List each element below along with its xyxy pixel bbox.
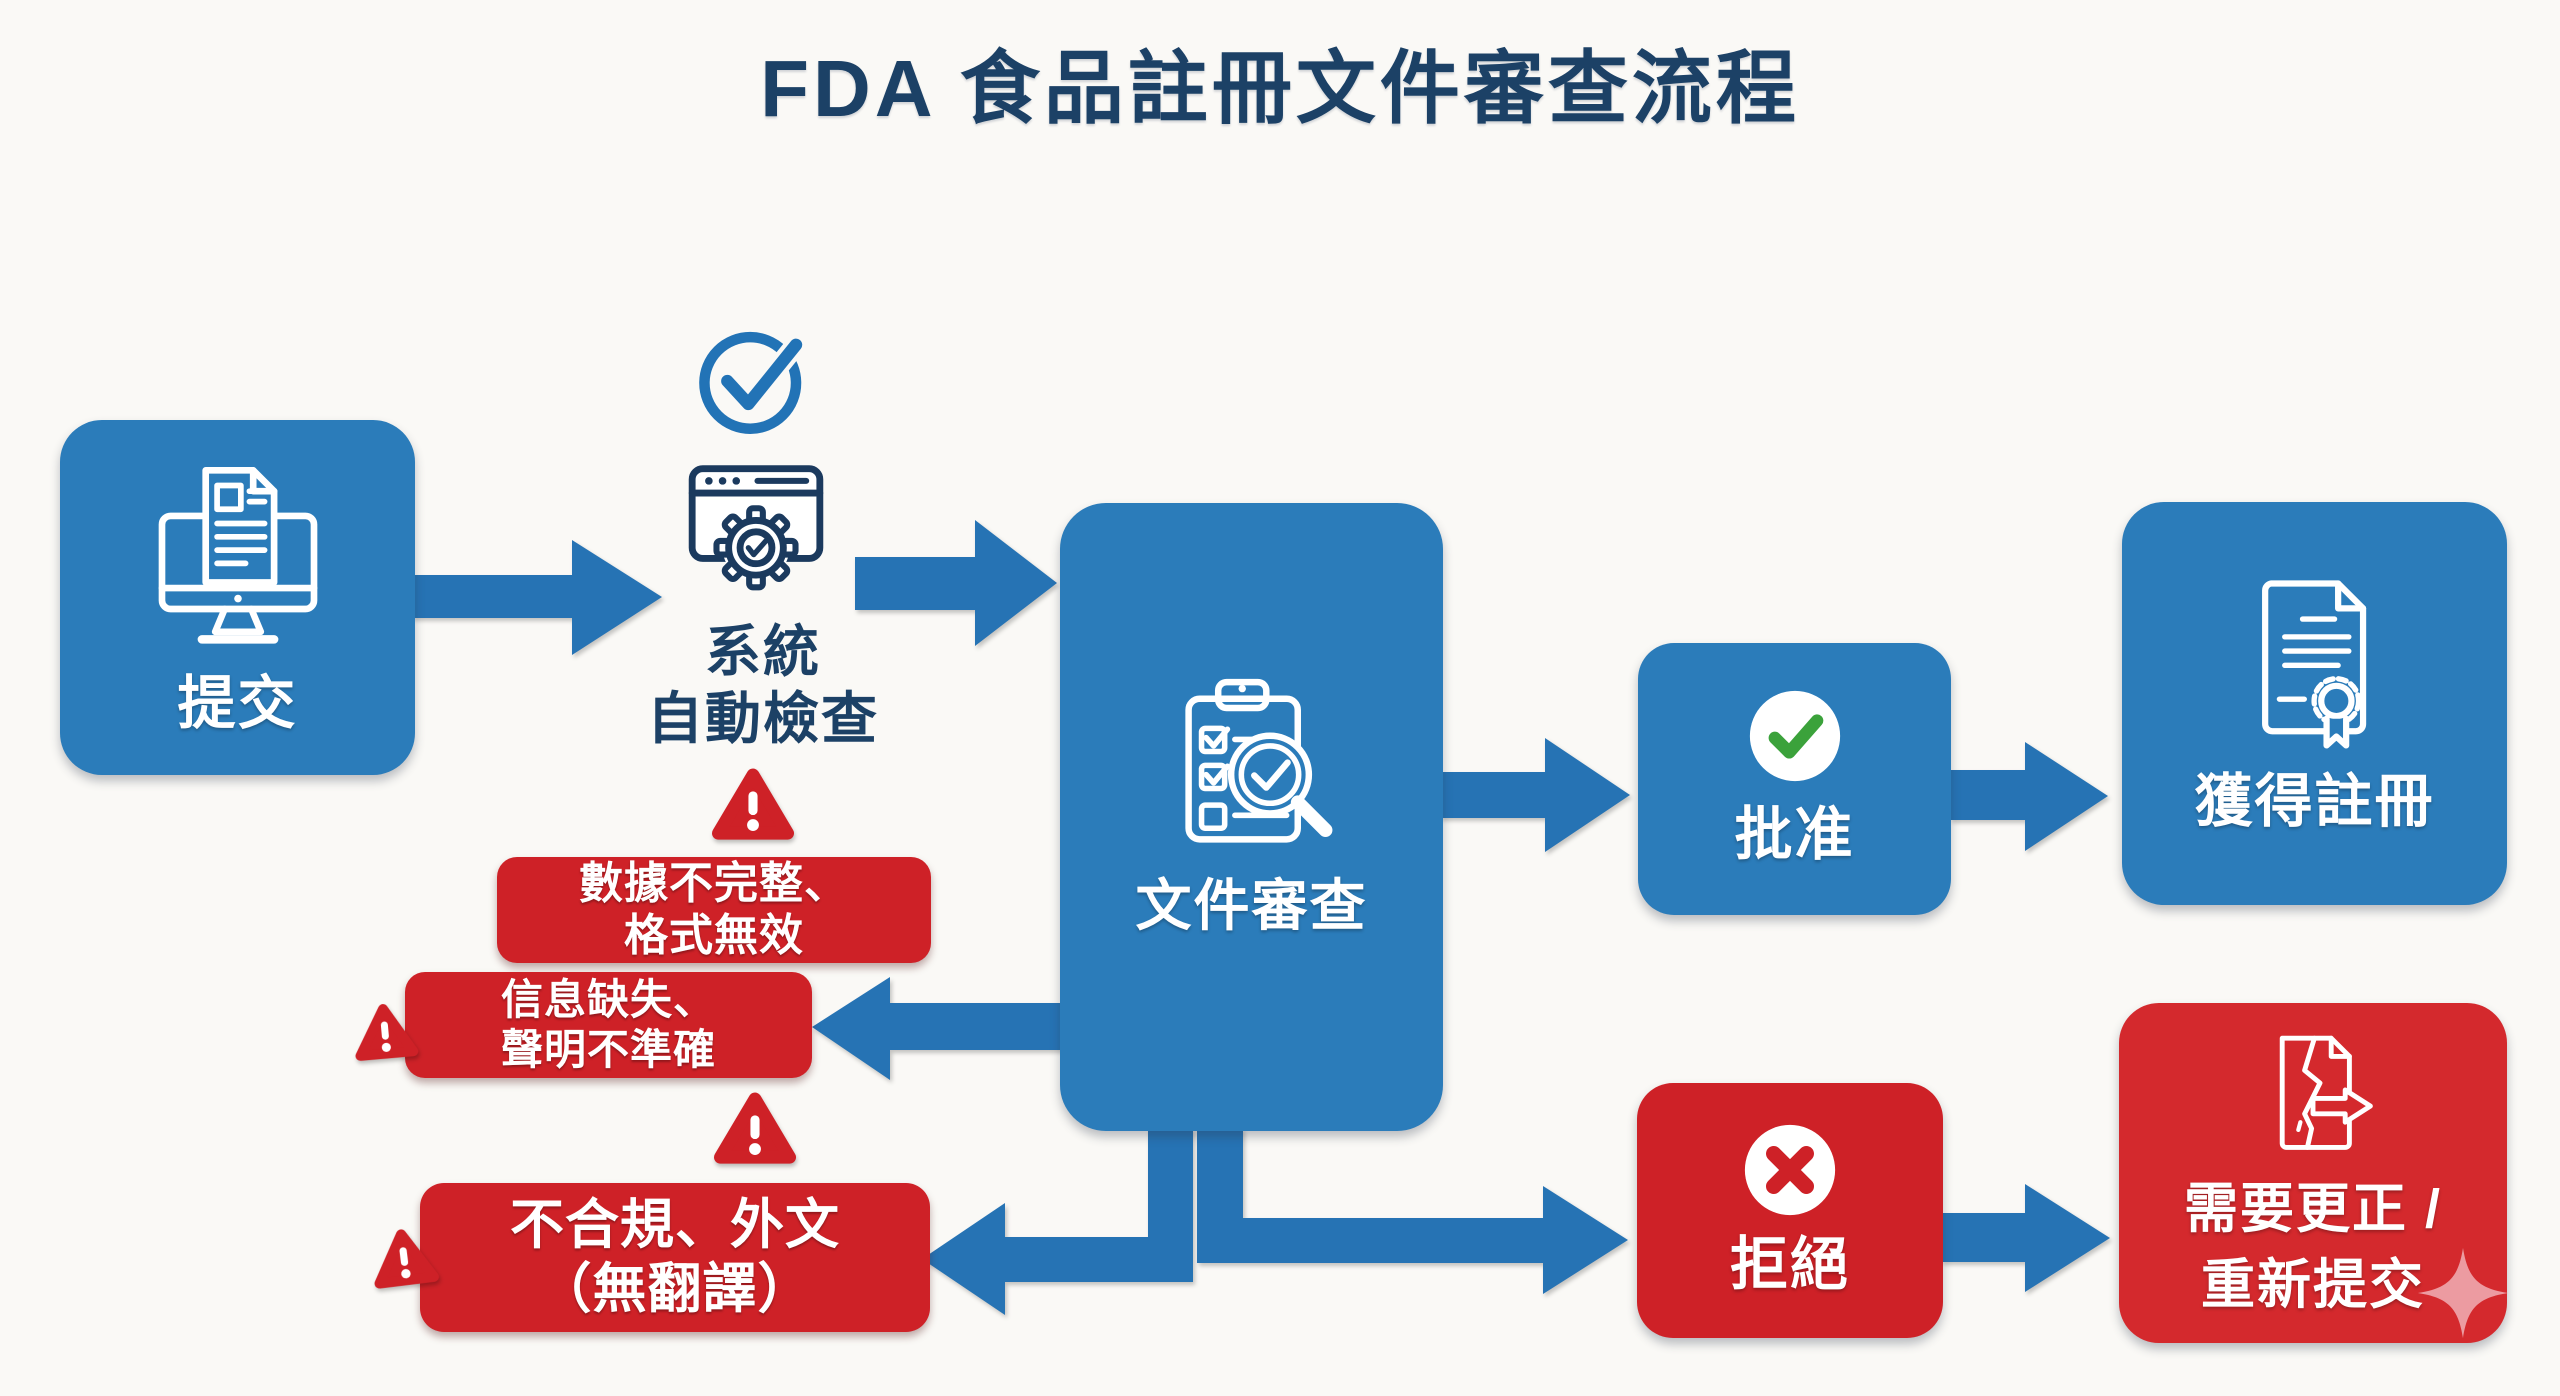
submit-label: 提交	[177, 670, 298, 736]
approve-label: 批准	[1734, 802, 1855, 868]
node-approve: 批准	[1638, 643, 1951, 915]
green-check-circle-icon	[1749, 691, 1840, 782]
registered-label: 獲得註冊	[2194, 768, 2435, 834]
arrow-review-to-approve	[1440, 738, 1630, 852]
clipboard-checklist-magnifier-icon	[1185, 678, 1333, 843]
document-review-label: 文件審查	[1135, 874, 1368, 937]
resubmit-label-line1: 需要更正 /	[2183, 1178, 2442, 1239]
rejection-reason-line: 格式無效	[624, 911, 804, 960]
circle-check-icon	[699, 331, 807, 434]
rejection-reason-incomplete-data: 數據不完整、 格式無效	[497, 857, 931, 963]
warning-triangle-icon	[374, 1229, 439, 1289]
rejection-reason-line: 不合規、外文	[510, 1194, 840, 1255]
reject-label: 拒絕	[1729, 1231, 1850, 1297]
rejection-reason-line: 數據不完整、	[579, 859, 849, 909]
warning-triangle-icon	[712, 768, 794, 840]
monitor-document-icon	[158, 466, 317, 644]
warning-triangle-icon	[714, 1092, 796, 1164]
warning-triangle-icon	[355, 1004, 419, 1061]
system-check-label: 系統 自動檢查	[563, 618, 963, 752]
resubmit-label-line2: 重新提交	[2201, 1255, 2425, 1315]
system-check-label-line2: 自動檢查	[647, 687, 879, 751]
node-registered: 獲得註冊	[2122, 502, 2507, 905]
page-title: FDA 食品註冊文件審查流程	[760, 44, 1800, 133]
browser-gear-check-icon	[688, 465, 824, 591]
arrow-review-to-missing-info	[812, 977, 1062, 1080]
arrow-review-to-reject	[1197, 1128, 1628, 1294]
sparkle-icon	[2417, 1247, 2509, 1339]
rejection-reason-noncompliant: 不合規、外文 （無翻譯）	[420, 1183, 930, 1332]
rejection-reason-line: 聲明不準確	[500, 1026, 716, 1073]
rejection-reason-line: 信息缺失、	[500, 976, 716, 1024]
rejection-reason-line: （無翻譯）	[537, 1258, 813, 1319]
node-document-review: 文件審查	[1060, 503, 1443, 1131]
red-cross-circle-icon	[1744, 1124, 1836, 1215]
node-submit: 提交	[60, 420, 415, 775]
system-check-label-line1: 系統	[705, 620, 821, 683]
arrow-system-check-to-review	[855, 520, 1057, 646]
certificate-icon	[2261, 580, 2366, 749]
node-reject: 拒絕	[1637, 1083, 1943, 1338]
rejection-reason-missing-info: 信息缺失、 聲明不準確	[405, 972, 812, 1078]
arrow-submit-to-system-check	[412, 540, 662, 655]
broken-document-arrow-icon	[2279, 1035, 2373, 1150]
arrow-review-to-noncompliant	[922, 1128, 1193, 1315]
arrow-approve-to-registered	[1950, 742, 2108, 851]
arrow-reject-to-resubmit	[1941, 1184, 2110, 1292]
